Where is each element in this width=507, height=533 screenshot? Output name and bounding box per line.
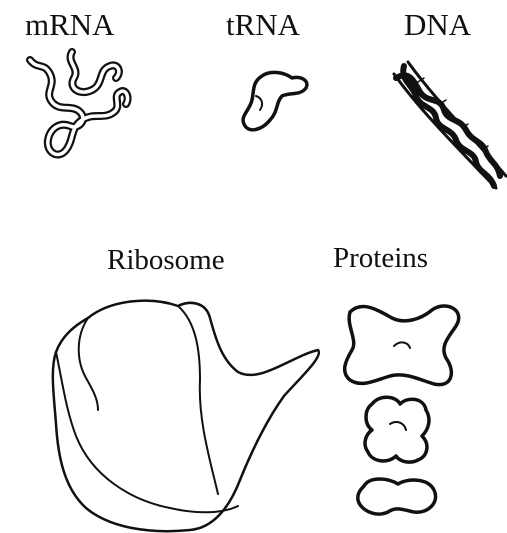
mrna-strand-icon — [30, 52, 128, 155]
protein-medium-icon — [365, 397, 429, 462]
ribosome-icon — [53, 301, 319, 532]
dna-helix-icon — [394, 62, 506, 188]
protein-large-icon — [345, 306, 459, 385]
protein-small-icon — [358, 479, 436, 514]
trna-blob-icon — [243, 72, 307, 129]
